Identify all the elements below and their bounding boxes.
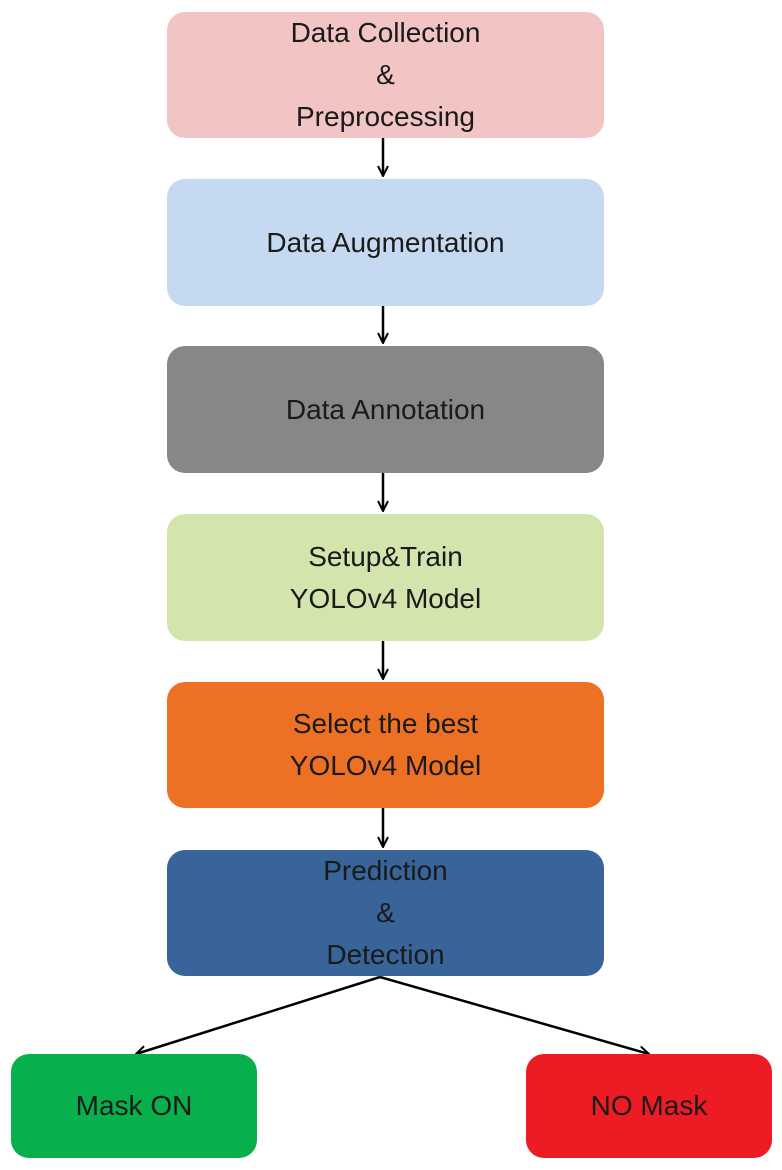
outcome-label: Mask ON [75,1090,193,1121]
step-label: Data Augmentation [266,226,505,258]
step-label: Data Annotation [285,393,486,425]
arrow-prediction-to-no-mask [379,975,649,1054]
step-setup-train: Setup&Train YOLOv4 Model [167,514,604,641]
step-select-best: Select the best YOLOv4 Model [167,682,604,808]
arrow-prediction-to-mask-on [136,975,381,1054]
outcome-mask-on: Mask ON [11,1054,257,1158]
step-data-augmentation: Data Augmentation [167,179,604,306]
step-data-collection: Data Collection & Preprocessing [167,12,604,138]
step-label: Data Collection & Preprocessing [290,17,481,132]
step-data-annotation: Data Annotation [167,346,604,473]
step-label: Select the best YOLOv4 Model [289,708,482,781]
step-label: Prediction & Detection [323,855,448,970]
outcome-label: NO Mask [590,1090,708,1121]
step-label: Setup&Train YOLOv4 Model [289,540,482,614]
outcome-no-mask: NO Mask [526,1054,772,1158]
step-prediction-detection: Prediction & Detection [167,850,604,976]
